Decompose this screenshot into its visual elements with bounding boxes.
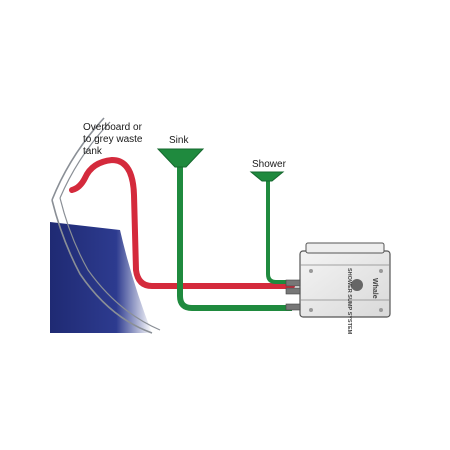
hull-side-inner bbox=[59, 197, 161, 331]
sump-unit: SHOWER SUMP SYSTEM Whale bbox=[299, 242, 391, 335]
hull-waterline bbox=[50, 222, 152, 333]
shower-label: Shower bbox=[252, 159, 286, 170]
mounting-screw-icon bbox=[379, 269, 383, 273]
hull-outline bbox=[51, 117, 105, 201]
overboard-label-line: to grey waste bbox=[83, 134, 143, 145]
outlet-connector bbox=[285, 287, 301, 295]
inlet-connector bbox=[285, 303, 301, 311]
overboard-label: Overboard or to grey waste tank bbox=[83, 122, 142, 158]
sump-unit-lid bbox=[305, 242, 385, 254]
whale-logo-icon bbox=[351, 279, 363, 291]
overboard-label-line: tank bbox=[83, 146, 102, 157]
mounting-screw-icon bbox=[309, 269, 313, 273]
sink-drain-line bbox=[177, 166, 292, 311]
mounting-screw-icon bbox=[379, 308, 383, 312]
hull-inner-outline bbox=[59, 121, 111, 199]
sink-basin bbox=[156, 148, 205, 168]
shower-drain-line bbox=[266, 180, 292, 284]
mounting-screw-icon bbox=[309, 308, 313, 312]
sink-label: Sink bbox=[169, 135, 189, 146]
sump-unit-label: SHOWER SUMP SYSTEM bbox=[346, 268, 352, 335]
drain-line bbox=[69, 157, 295, 289]
overboard-label-line: Overboard or bbox=[83, 122, 142, 133]
sump-unit-brand: Whale bbox=[371, 278, 378, 299]
inlet-connector bbox=[285, 279, 301, 287]
shower-tray bbox=[249, 171, 285, 182]
hull-side bbox=[51, 199, 153, 334]
